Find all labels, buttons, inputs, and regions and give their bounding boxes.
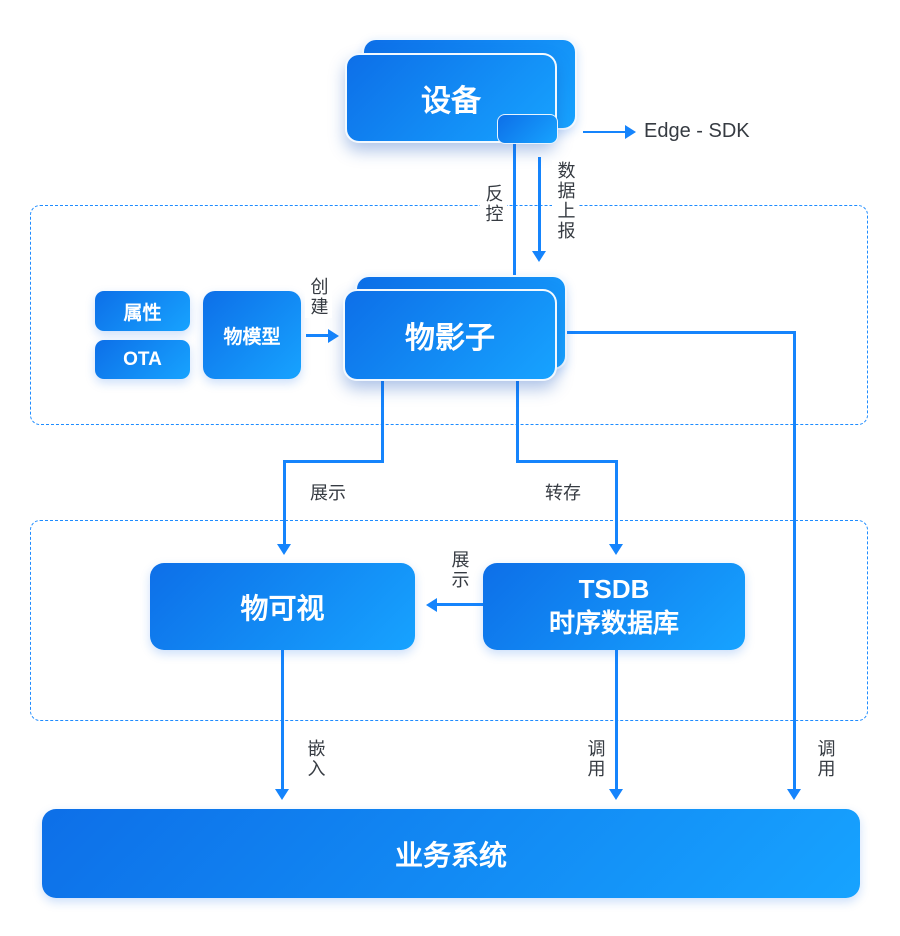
connector-show-mid: [437, 603, 483, 606]
thing-model-node: 物模型: [203, 291, 301, 379]
thing-shadow-label: 物影子: [405, 322, 495, 355]
edge-label-show: 展示: [308, 481, 348, 506]
tsdb-node: TSDB 时序数据库: [483, 563, 745, 650]
thing-visual-label: 物可视: [240, 592, 325, 624]
arrowhead-edge-sdk: [625, 125, 636, 139]
connector-show-seg1: [381, 381, 384, 463]
arrowhead-invoke-tsdb: [609, 789, 623, 800]
thing-visual-node: 物可视: [150, 563, 415, 650]
thing-model-label: 物模型: [223, 326, 281, 348]
edge-label-data-report: 数据上报: [552, 160, 579, 242]
connector-embed: [281, 650, 284, 790]
arrowhead-show: [277, 544, 291, 555]
connector-create: [306, 334, 329, 337]
business-system-node: 业务系统: [42, 809, 860, 898]
attribute-label: 属性: [123, 302, 162, 324]
edge-sdk-label: Edge - SDK: [644, 120, 750, 142]
edge-label-create: 创建: [305, 276, 332, 318]
arrowhead-dump: [609, 544, 623, 555]
arrowhead-show-mid: [426, 598, 437, 612]
edge-label-embed: 嵌入: [302, 738, 329, 780]
tsdb-label-line1: TSDB: [578, 573, 650, 604]
connector-invoke-shadow-seg1: [567, 331, 796, 334]
connector-invoke-shadow-seg2: [793, 331, 796, 790]
storage-layer-container: [30, 520, 868, 721]
device-label: 设备: [421, 85, 481, 118]
ota-node: OTA: [95, 340, 190, 379]
edge-label-reverse-control: 反控: [480, 183, 507, 225]
edge-label-invoke-shadow: 调用: [812, 738, 839, 780]
arrowhead-data-report: [532, 251, 546, 262]
connector-show-seg3: [283, 460, 286, 545]
ota-label: OTA: [123, 348, 162, 370]
connector-dump-seg2: [516, 460, 618, 463]
connector-data-report: [538, 157, 541, 252]
business-system-label: 业务系统: [394, 839, 507, 871]
connector-reverse-control: [513, 143, 516, 276]
connector-dump-seg1: [516, 381, 519, 463]
tsdb-label-line2: 时序数据库: [548, 607, 679, 638]
edge-label-invoke-tsdb: 调用: [582, 738, 609, 780]
arrowhead-invoke-shadow: [787, 789, 801, 800]
thing-shadow-node: 物影子: [343, 289, 557, 381]
connector-invoke-tsdb: [615, 650, 618, 790]
connector-edge-sdk: [583, 131, 626, 133]
arrowhead-embed: [275, 789, 289, 800]
connector-show-seg2: [283, 460, 384, 463]
edge-label-show-mid: 展示: [446, 549, 473, 591]
connector-dump-seg3: [615, 460, 618, 545]
attribute-node: 属性: [95, 291, 190, 331]
shadow-layer-container: [30, 205, 868, 425]
edge-label-dump: 转存: [543, 481, 583, 506]
arrowhead-create: [328, 329, 339, 343]
device-edge-tab: [497, 114, 558, 144]
